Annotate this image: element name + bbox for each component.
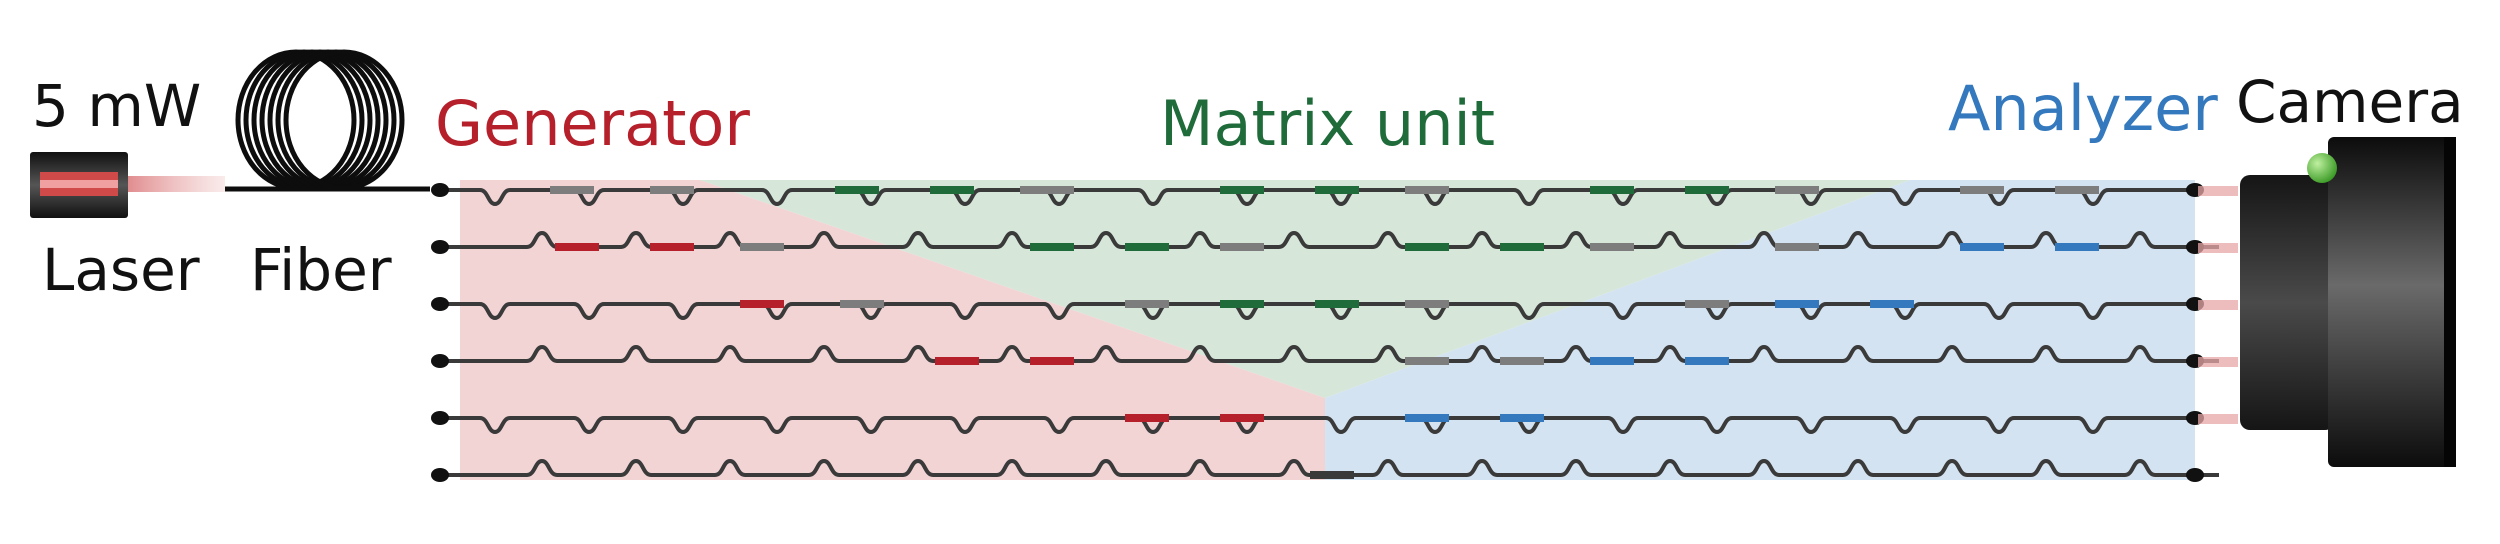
- laser-label: Laser: [42, 236, 200, 304]
- waveguide-input-terminal: [431, 411, 449, 425]
- analyzer-region: [1325, 180, 2195, 480]
- waveguide: [440, 344, 2219, 363]
- phase-shifter-array: [550, 186, 2099, 479]
- camera-body: [2328, 137, 2454, 467]
- fiber-label: Fiber: [250, 236, 392, 304]
- generator-label: Generator: [435, 87, 750, 160]
- waveguide: [440, 458, 2219, 477]
- analyzer-label: Analyzer: [1948, 72, 2218, 145]
- camera-label: Camera: [2236, 68, 2464, 136]
- waveguide-input-terminal: [431, 240, 449, 254]
- waveguide-input-terminal: [431, 468, 449, 482]
- waveguide-input-terminal: [431, 297, 449, 311]
- generator-region: [460, 180, 1325, 480]
- waveguide-input-terminal: [431, 354, 449, 368]
- fiber-coil: [225, 49, 430, 192]
- camera: [2198, 137, 2456, 467]
- matrix-unit-label: Matrix unit: [1160, 87, 1495, 160]
- camera-led: [2307, 153, 2337, 183]
- waveguide-input-terminal: [431, 183, 449, 197]
- laser: [30, 152, 225, 218]
- camera-lens: [2240, 175, 2335, 430]
- camera-output-beams: [2198, 186, 2238, 424]
- laser-power-label: 5 mW: [32, 72, 201, 140]
- waveguide: [440, 416, 2195, 435]
- waveguide-output-terminal: [2186, 468, 2204, 482]
- matrix-region: [700, 180, 1910, 398]
- chip-regions: [460, 180, 2195, 480]
